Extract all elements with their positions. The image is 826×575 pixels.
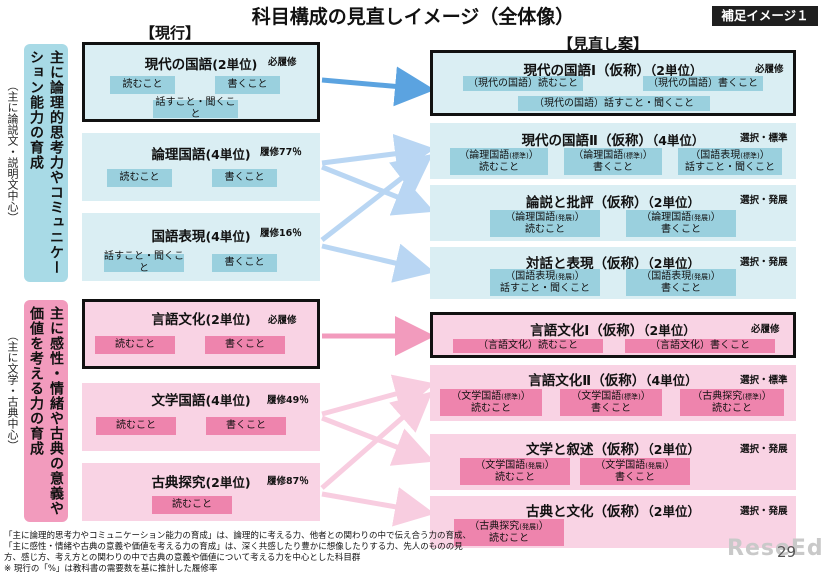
box-title: 現代の国語Ⅱ（仮称）（4単位） — [521, 133, 705, 149]
proposal-box-gendai1: 現代の国語Ⅰ（仮称）（2単位） 必履修 （現代の国語）読むこと （現代の国語）書… — [430, 50, 796, 116]
chip: （論理国語(発展)）読むこと — [490, 210, 600, 237]
box-title: 現代の国語Ⅰ（仮称）（2単位） — [523, 63, 703, 79]
chip: 読むこと — [110, 76, 175, 94]
status-badge: 選択・発展 — [740, 195, 788, 206]
status-badge: 必履修 — [268, 57, 297, 68]
category2-note: （主に文学・古典中心） — [6, 330, 19, 451]
arrow-bungaku-to-jojutsu — [321, 415, 435, 466]
status-badge: 選択・標準 — [740, 375, 788, 386]
chip: 話すこと・聞くこと — [104, 251, 184, 274]
chip: （現代の国語）話すこと・聞くこと — [518, 96, 710, 111]
chip: （言語文化）読むこと — [453, 339, 603, 353]
chip: 読むこと — [152, 496, 232, 514]
status-badge: 履修77％ — [260, 147, 302, 158]
current-header: 【現行】 — [140, 24, 201, 42]
box-title: 文学国語(4単位) — [151, 393, 251, 409]
status-badge: 選択・発展 — [740, 257, 788, 268]
arrow-ronri-to-ronsetsu — [321, 164, 435, 216]
chip: （国語表現(発展)）話すこと・聞くこと — [490, 269, 600, 296]
page-title: 科目構成の見直しイメージ（全体像） — [251, 6, 575, 28]
box-title: 言語文化Ⅰ（仮称）（2単位） — [530, 323, 696, 339]
box-title: 言語文化Ⅱ（仮称）（4単位） — [528, 373, 698, 389]
supplement-badge: 補足イメージ１ — [712, 6, 818, 26]
category2-label: 主に感性・情緒や古典の意義や価値を考える力の育成 — [28, 306, 64, 516]
footnote-line: ※ 現行の「%」は教科書の需要数を基に推計した履修率 — [4, 564, 218, 574]
arrow-ronri-to-gendai2 — [321, 133, 435, 174]
chip: （論理国語(標準)）読むこと — [450, 148, 548, 175]
arrow-koten-to-bunka — [321, 487, 435, 527]
current-box-gengo: 言語文化(2単位) 必履修 読むこと 書くこと — [82, 299, 320, 369]
arrow-hyogen-to-taiwa — [321, 243, 435, 283]
chip: （国語表現(発展)）書くこと — [626, 269, 736, 296]
box-title: 国語表現(4単位) — [151, 229, 251, 245]
chip: （言語文化）書くこと — [625, 339, 775, 353]
chip: （文学国語(発展)）書くこと — [580, 458, 690, 485]
chip: （現代の国語）書くこと — [643, 76, 763, 91]
status-badge: 選択・標準 — [740, 133, 788, 144]
category1-panel: 主に論理的思考力やコミュニケーション能力の育成 — [24, 44, 68, 282]
chip: （現代の国語）読むこと — [463, 76, 583, 91]
box-title: 論理国語(4単位) — [151, 147, 251, 163]
category1-label: 主に論理的思考力やコミュニケーション能力の育成 — [28, 50, 64, 275]
proposal-box-gengo1: 言語文化Ⅰ（仮称）（2単位） 必履修 （言語文化）読むこと （言語文化）書くこと — [430, 312, 796, 358]
current-box-hyogen: 国語表現(4単位) 履修16％ 話すこと・聞くこと 書くこと — [82, 213, 320, 281]
proposal-header: 【見直し案】 — [558, 35, 649, 53]
footnote-line: 「主に感性・情緒や古典の意義や価値を考える力の育成」は、深く共感したり豊かに想像… — [4, 542, 463, 552]
status-badge: 履修87％ — [267, 476, 309, 487]
chip: 書くこと — [212, 254, 277, 272]
proposal-box-taiwa: 対話と表現（仮称）（2単位） 選択・発展 （国語表現(発展)）話すこと・聞くこと… — [430, 247, 796, 299]
chip: （論理国語(発展)）書くこと — [626, 210, 736, 237]
arrow-bungaku-to-gengo2 — [321, 374, 435, 417]
category1-note: （主に論説文・説明文中心） — [6, 80, 19, 223]
current-box-bungaku: 文学国語(4単位) 履修49％ 読むこと 書くこと — [82, 383, 320, 451]
status-badge: 選択・発展 — [740, 506, 788, 517]
proposal-box-gengo2: 言語文化Ⅱ（仮称）（4単位） 選択・標準 （文学国語(標準)）読むこと （文学国… — [430, 365, 796, 421]
chip: （古典探究(標準)）読むこと — [680, 389, 784, 416]
arrow-koten-to-gengo2 — [320, 391, 433, 490]
footnote-line: 「主に論理的思考力やコミュニケーション能力の育成」は、論理的に考える力、他者との… — [4, 531, 471, 541]
chip: （文学国語(発展)）読むこと — [460, 458, 570, 485]
current-box-gendai: 現代の国語(2単位) 必履修 読むこと 書くこと 話すこと・聞くこと — [82, 42, 320, 122]
chip: 読むこと — [95, 336, 175, 354]
chip: （古典探究(発展)）読むこと — [454, 519, 564, 546]
watermark-logo: ReseEd — [727, 536, 824, 561]
chip: 書くこと — [205, 336, 285, 354]
page-number: 29 — [777, 543, 797, 561]
chip: （文学国語(標準)）書くこと — [560, 389, 662, 416]
arrow-gendai — [321, 66, 435, 107]
box-title: 論説と批評（仮称）（2単位） — [526, 195, 700, 211]
box-title: 古典と文化（仮称）（2単位） — [526, 504, 700, 520]
box-title: 古典探究(2単位) — [151, 475, 251, 491]
box-title: 言語文化(2単位) — [151, 312, 251, 328]
chip: （文学国語(標準)）読むこと — [440, 389, 542, 416]
status-badge: 必履修 — [268, 315, 297, 326]
footnotes: 「主に論理的思考力やコミュニケーション能力の育成」は、論理的に考える力、他者との… — [4, 531, 471, 575]
chip: 書くこと — [212, 169, 277, 187]
chip: 書くこと — [215, 76, 280, 94]
status-badge: 選択・発展 — [740, 444, 788, 455]
status-badge: 必履修 — [755, 64, 784, 75]
box-title: 現代の国語(2単位) — [144, 57, 258, 73]
chip: （国語表現(標準)）話すこと・聞くこと — [678, 148, 782, 175]
current-box-ronri: 論理国語(4単位) 履修77％ 読むこと 書くこと — [82, 133, 320, 201]
proposal-box-ronsetsu: 論説と批評（仮称）（2単位） 選択・発展 （論理国語(発展)）読むこと （論理国… — [430, 185, 796, 241]
footnote-line: 方、感じ方、考え方との関わりの中で古典の意義や価値について考える力を中心とした科… — [4, 553, 361, 563]
current-box-koten: 古典探究(2単位) 履修87％ 読むこと — [82, 463, 320, 521]
proposal-box-bunka: 古典と文化（仮称）（2単位） 選択・発展 （古典探究(発展)）読むこと — [430, 496, 796, 548]
chip: （論理国語(標準)）書くこと — [564, 148, 662, 175]
chip: 読むこと — [107, 169, 172, 187]
arrow-hyogen-to-gendai2 — [320, 153, 433, 242]
box-title: 対話と表現（仮称）（2単位） — [526, 256, 700, 272]
category2-panel: 主に感性・情緒や古典の意義や価値を考える力の育成 — [24, 300, 68, 522]
status-badge: 履修49％ — [267, 395, 309, 406]
status-badge: 必履修 — [751, 324, 780, 335]
proposal-box-jojutsu: 文学と叙述（仮称）（2単位） 選択・発展 （文学国語(発展)）読むこと （文学国… — [430, 434, 796, 490]
status-badge: 履修16％ — [260, 228, 302, 239]
chip: 書くこと — [206, 417, 286, 435]
chip: 読むこと — [96, 417, 176, 435]
box-title: 文学と叙述（仮称）（2単位） — [526, 442, 700, 458]
proposal-box-gendai2: 現代の国語Ⅱ（仮称）（4単位） 選択・標準 （論理国語(標準)）読むこと （論理… — [430, 123, 796, 179]
chip: 話すこと・聞くこと — [153, 97, 238, 120]
